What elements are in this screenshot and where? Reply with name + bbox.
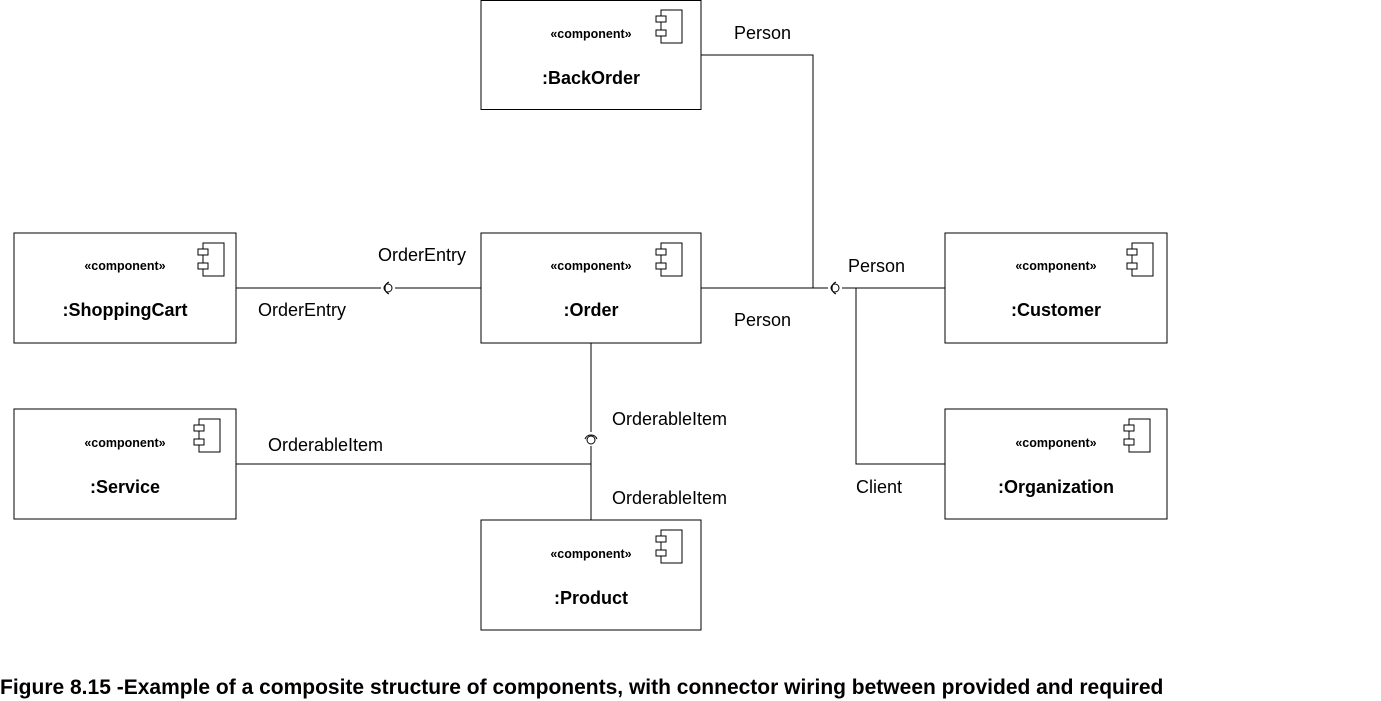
label-orderableitem-product: OrderableItem [612, 488, 727, 508]
label-orderableitem-order: OrderableItem [612, 409, 727, 429]
label-orderableitem-service: OrderableItem [268, 435, 383, 455]
component-organization[interactable]: «component» :Organization [944, 408, 1168, 520]
figure-caption: Figure 8.15 -Example of a composite stru… [0, 676, 1164, 699]
component-icon [655, 242, 683, 277]
stereotype-label: «component» [84, 436, 165, 450]
label-client: Client [856, 477, 902, 497]
component-name: :Organization [998, 477, 1114, 497]
component-name: :Order [563, 300, 618, 320]
component-name: :Service [90, 477, 160, 497]
stereotype-label: «component» [550, 547, 631, 561]
component-name: :Customer [1011, 300, 1101, 320]
label-orderentry-order: OrderEntry [378, 245, 466, 265]
component-customer[interactable]: «component» :Customer [944, 232, 1168, 344]
component-product[interactable]: «component» :Product [480, 519, 702, 631]
stereotype-label: «component» [1015, 259, 1096, 273]
orderentry-ball-socket [383, 281, 393, 295]
stereotype-label: «component» [84, 259, 165, 273]
orderableitem-ball-socket [584, 434, 598, 445]
component-icon [1126, 242, 1154, 277]
person-ball-socket [830, 281, 840, 295]
stereotype-label: «component» [1015, 436, 1096, 450]
wire-organization-client [855, 288, 945, 465]
component-icon [1123, 418, 1151, 453]
label-person-backorder: Person [734, 23, 791, 43]
component-name: :Product [554, 588, 628, 608]
component-name: :BackOrder [542, 68, 640, 88]
component-order[interactable]: «component» :Order [480, 232, 702, 344]
component-icon [655, 9, 683, 44]
stereotype-label: «component» [550, 259, 631, 273]
stereotype-label: «component» [550, 27, 631, 41]
interface-labels: Person OrderEntry OrderEntry Person Pers… [258, 23, 905, 508]
component-name: :ShoppingCart [63, 300, 188, 320]
wire-backorder-person [701, 54, 814, 288]
label-orderentry-cart: OrderEntry [258, 300, 346, 320]
component-icon [655, 529, 683, 564]
connector-wires [236, 54, 945, 520]
label-person-customer: Person [848, 256, 905, 276]
label-person-order: Person [734, 310, 791, 330]
component-service[interactable]: «component» :Service [13, 408, 237, 520]
component-backorder[interactable]: «component» :BackOrder [480, 0, 702, 110]
component-icon [193, 418, 221, 453]
component-icon [197, 242, 225, 277]
component-shoppingcart[interactable]: «component» :ShoppingCart [13, 232, 237, 344]
